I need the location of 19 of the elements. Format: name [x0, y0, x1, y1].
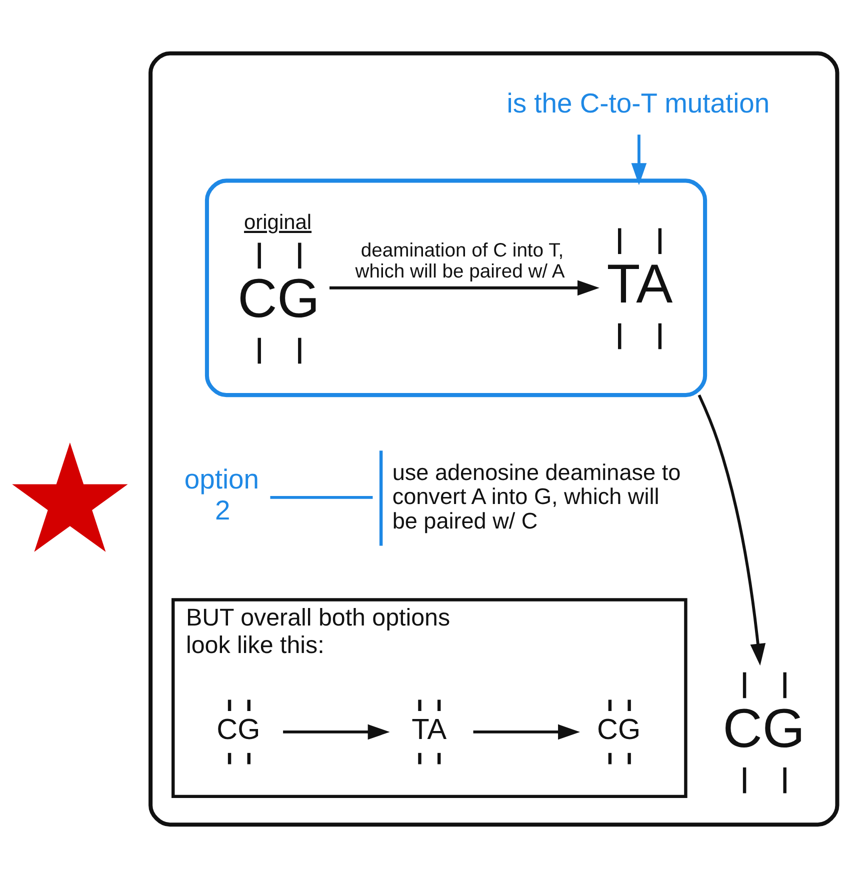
arrow: [330, 280, 600, 296]
arrow: [473, 724, 580, 740]
edge-label: deamination of C into T, which will be paired w/ A: [355, 239, 565, 282]
connector: [270, 495, 373, 498]
node-text: CG: [722, 696, 805, 758]
node-text: use adenosine deaminase to convert A into G, which will be paired w/ C: [392, 460, 681, 533]
cluster: [204, 178, 708, 397]
arrow: [283, 724, 390, 740]
node-text: CG: [216, 714, 260, 746]
cluster: [148, 50, 840, 826]
node-text: option 2: [184, 463, 260, 525]
node-text: CG: [597, 714, 641, 746]
arrow: [631, 134, 647, 185]
arrow: [698, 394, 766, 666]
node-text: TA: [412, 714, 447, 746]
node-text: original CG: [238, 210, 320, 329]
node-star: [12, 442, 128, 552]
node-text: TA: [606, 252, 673, 314]
node-text: is the C-to-T mutation: [506, 86, 770, 118]
